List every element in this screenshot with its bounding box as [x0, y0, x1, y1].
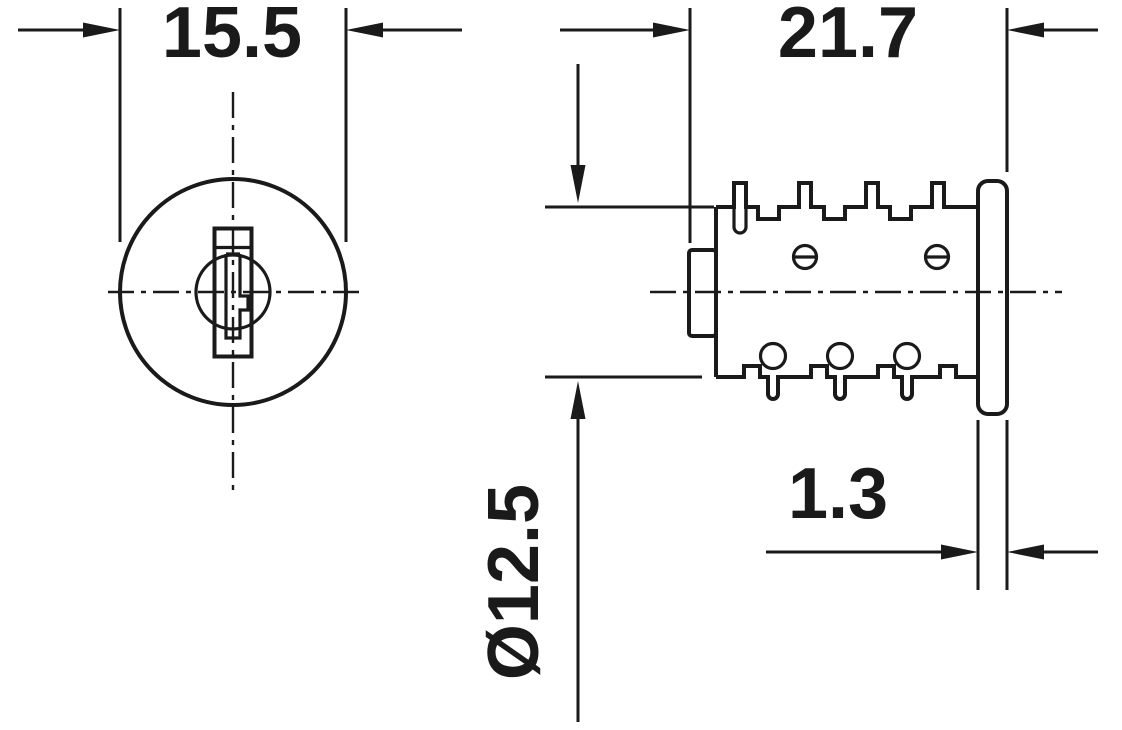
dimension-label-flange-thickness: 1.3	[788, 454, 888, 534]
screw-slot-right	[923, 243, 951, 271]
key-slot-profile	[224, 252, 250, 340]
tumbler-pin-circle-2	[825, 341, 855, 371]
dimension-label-diameter: Ø12.5	[474, 484, 554, 680]
screw-slot-left	[791, 243, 819, 271]
arrowhead-down	[570, 165, 586, 203]
arrowhead-up	[570, 381, 586, 419]
dimension-diameter: Ø12.5	[474, 64, 714, 722]
cylinder-body-top-edge	[716, 181, 978, 221]
arrowhead-right	[653, 22, 690, 38]
arrowhead-left	[1007, 544, 1044, 560]
tumbler-pin-circle-3	[892, 341, 922, 371]
cylinder-body-bottom-edge	[716, 364, 978, 401]
dimension-front-width: 15.5	[18, 0, 462, 242]
centerlines	[108, 92, 1062, 495]
arrowhead-right	[83, 22, 120, 38]
dimension-label-overall-length: 21.7	[778, 0, 918, 73]
arrowhead-left	[1007, 22, 1044, 38]
dimension-overall-length: 21.7	[560, 0, 1098, 243]
tumbler-pin-circle-1	[758, 341, 788, 371]
dimension-flange-thickness: 1.3	[766, 420, 1098, 590]
side-view	[687, 179, 1009, 416]
rear-flange	[976, 179, 1009, 416]
dimension-label-front-width: 15.5	[162, 0, 302, 73]
arrowhead-right	[941, 544, 978, 560]
arrowhead-left	[346, 22, 383, 38]
retaining-clip-slot	[732, 207, 748, 235]
